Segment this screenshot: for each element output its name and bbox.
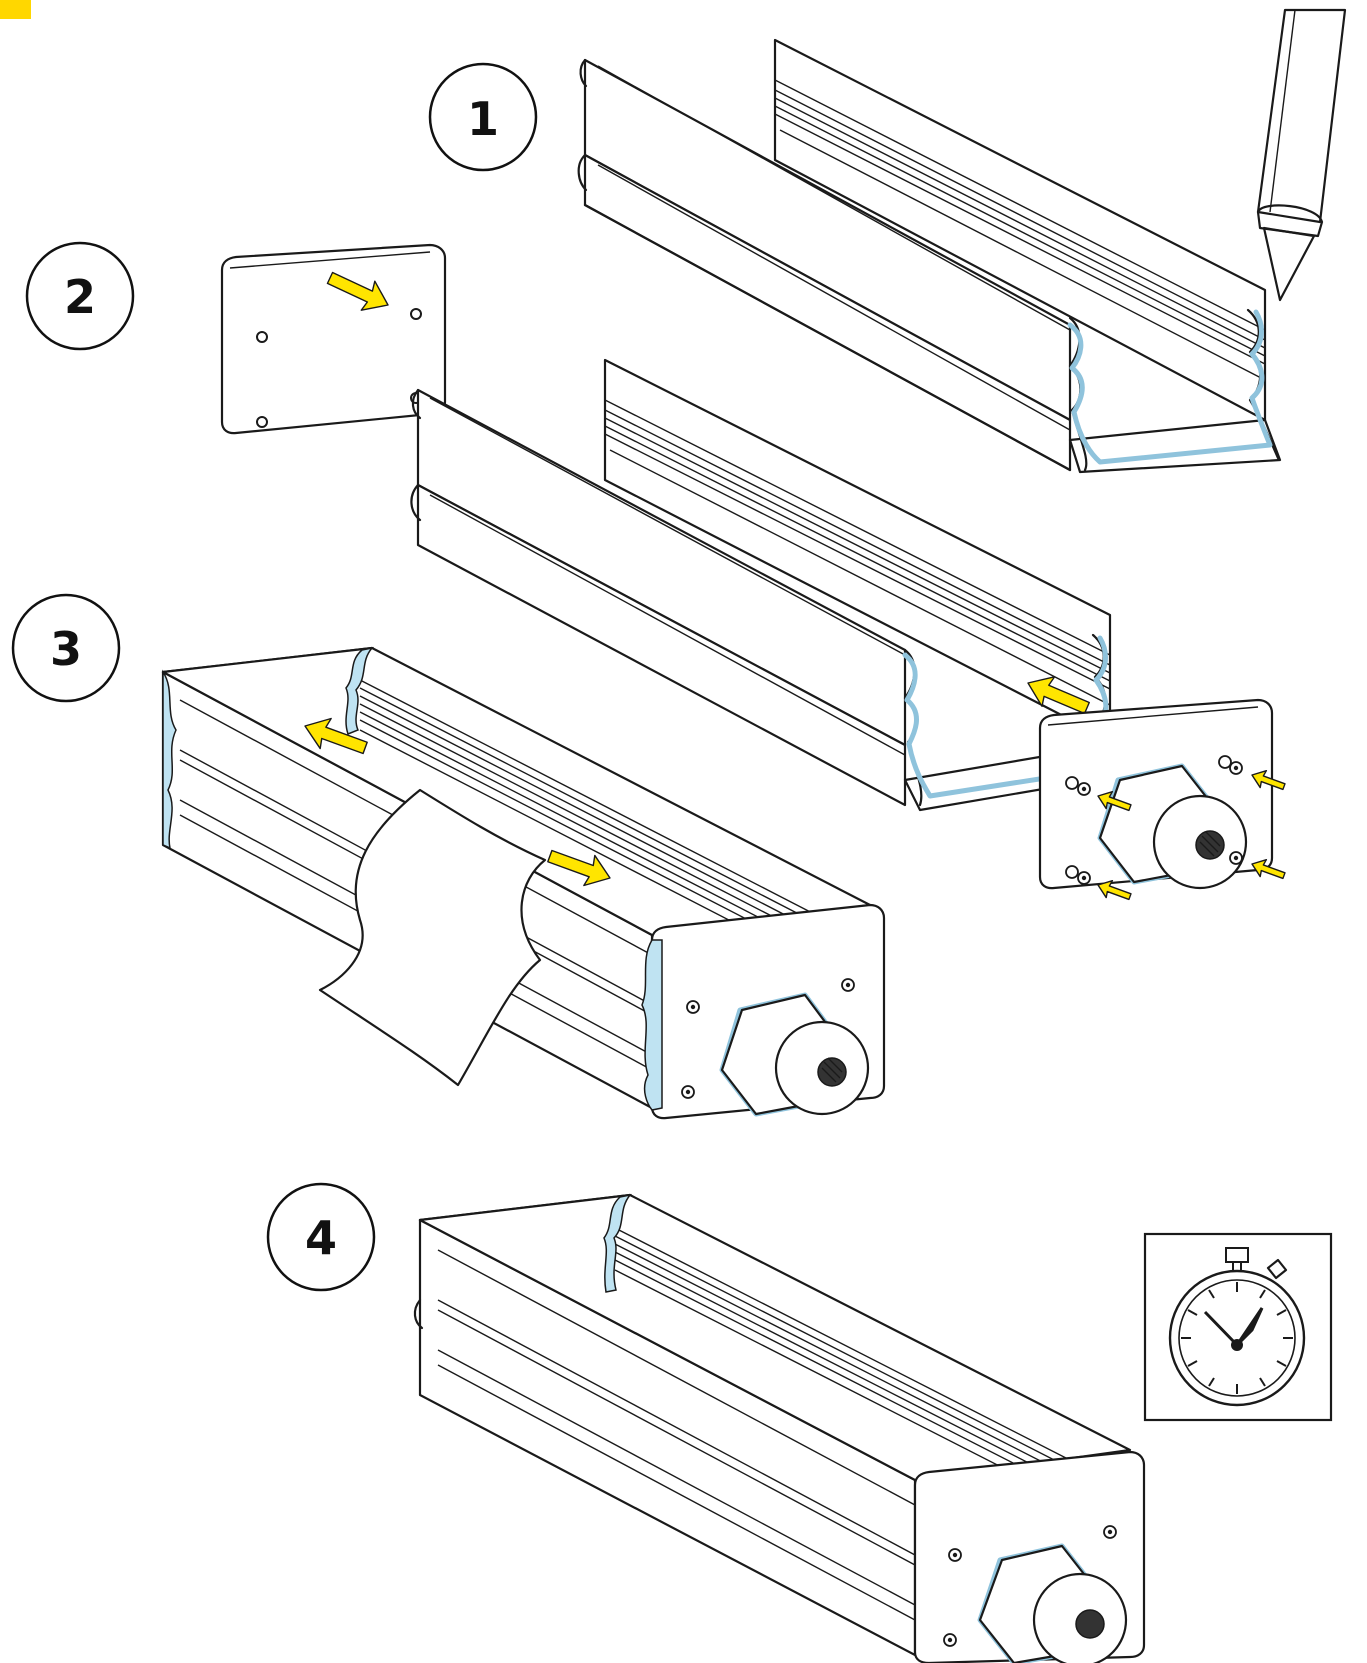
step-1-profile <box>577 8 1347 474</box>
stopwatch-icon <box>1143 1232 1333 1422</box>
step-3-profile <box>161 646 886 1120</box>
corner-tag-icon <box>0 0 31 19</box>
step-4-sealant-rail <box>603 1193 632 1293</box>
step-2-end-cap <box>220 243 447 435</box>
step-4-profile <box>413 1193 1146 1663</box>
step-2-profile <box>410 358 1127 812</box>
step-3-sealant-left <box>162 669 177 850</box>
step-3-protective-film <box>318 788 547 1087</box>
step-1-sealant-bead <box>1067 309 1273 465</box>
step-4-number: 4 <box>305 1211 337 1265</box>
sealant-tube-icon <box>1256 8 1347 302</box>
step-3-number: 3 <box>50 622 82 676</box>
step-3-sealant-rail <box>345 646 374 735</box>
step-2-marker: 2 <box>25 241 135 351</box>
step-2-number: 2 <box>64 270 96 324</box>
step-1-marker: 1 <box>428 62 538 172</box>
step-2-sealant-bead <box>902 635 1113 799</box>
step-2-end-cap-with-gland <box>1038 698 1288 906</box>
step-1-number: 1 <box>467 92 499 146</box>
step-3-sealant-front <box>641 939 663 1111</box>
step-3-marker: 3 <box>11 593 121 703</box>
step-4-marker: 4 <box>266 1182 376 1292</box>
